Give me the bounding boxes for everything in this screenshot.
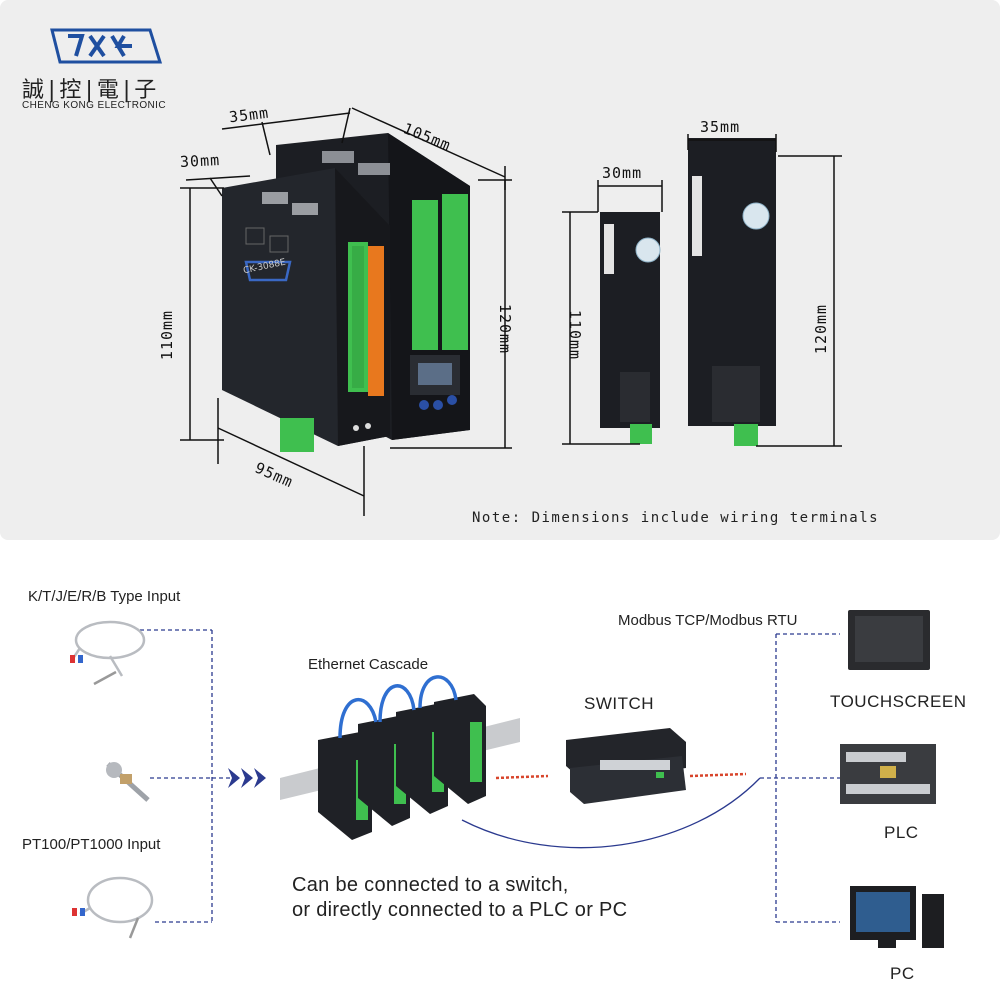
modbus-label: Modbus TCP/Modbus RTU (618, 612, 798, 629)
touchscreen-device-icon (848, 610, 930, 670)
switch-label: SWITCH (584, 694, 655, 713)
direct-connection-line (461, 777, 761, 849)
probe-sensor-icon (106, 762, 150, 802)
dimension-lines (180, 107, 842, 516)
pt100-sensor-icon (72, 876, 154, 939)
caption-line-1: Can be connected to a switch, (292, 874, 569, 896)
terminal-block-front (348, 242, 384, 396)
dim-120mm-left: 120mm (496, 303, 515, 355)
red-network-cables (495, 772, 747, 780)
dim-110mm-left: 110mm (158, 309, 177, 361)
dim-110mm-side: 110mm (566, 309, 585, 361)
touchscreen-label: TOUCHSCREEN (830, 692, 967, 711)
brand-name-en: CHENG KONG ELECTRONIC (22, 100, 166, 111)
side-view-35mm (688, 138, 776, 446)
caption-line-2: or directly connected to a PLC or PC (292, 899, 628, 921)
connection-diagram (70, 610, 944, 948)
module-4 (434, 694, 486, 804)
dim-30mm-left: 30mm (179, 150, 221, 172)
module-stack (318, 694, 486, 840)
thermocouple-input-label: K/T/J/E/R/B Type Input (28, 588, 181, 605)
module-front (222, 168, 390, 452)
pc-device-icon (850, 886, 944, 948)
side-view-30mm (600, 212, 661, 444)
plc-label: PLC (884, 823, 919, 842)
pt100-input-label: PT100/PT1000 Input (22, 836, 161, 853)
flow-arrows-icon (228, 768, 266, 788)
pc-label: PC (890, 964, 915, 983)
thermocouple-sensor-icon (70, 620, 146, 686)
dimension-drawing (50, 28, 842, 516)
plc-device-icon (840, 744, 936, 804)
ethernet-cascade-label: Ethernet Cascade (308, 656, 429, 673)
brand-name-cn: 誠|控|電|子 (22, 78, 161, 103)
dashed-connector-lines (140, 629, 840, 923)
network-switch-icon (566, 728, 686, 804)
dim-35mm-side: 35mm (700, 118, 741, 136)
logo-icon (50, 28, 163, 64)
dimensions-note: Note: Dimensions include wiring terminal… (472, 510, 880, 526)
ethernet-cascade-cables (338, 675, 458, 739)
terminal-block-back (412, 194, 468, 350)
dim-120mm-side: 120mm (812, 303, 831, 355)
dim-30mm-side: 30mm (602, 164, 643, 182)
